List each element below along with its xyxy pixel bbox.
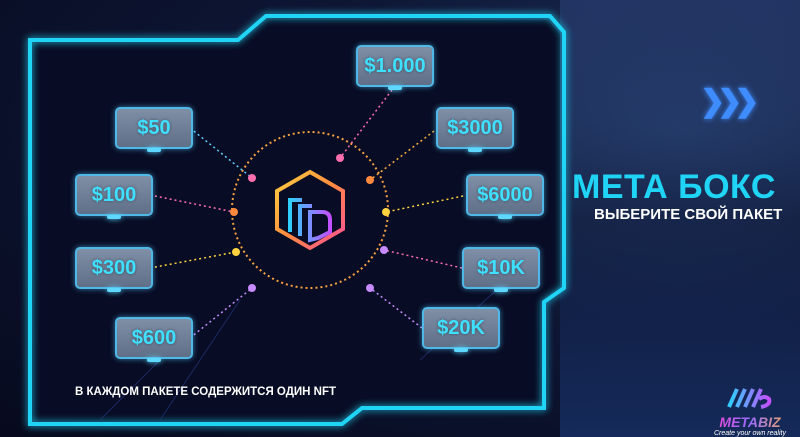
brand-tagline: Create your own reality	[714, 430, 786, 437]
mb-hexagon-logo-icon	[275, 169, 345, 251]
package-3000[interactable]: $3000	[436, 107, 514, 152]
ring-nodes	[230, 154, 390, 292]
package-100[interactable]: $100	[75, 174, 153, 219]
package-50[interactable]: $50	[115, 107, 193, 152]
connector-lines	[149, 85, 469, 339]
frame-border	[28, 14, 566, 426]
package-300[interactable]: $300	[75, 247, 153, 292]
package-10k[interactable]: $10K	[462, 247, 540, 292]
brand-name: METABIZ	[705, 414, 795, 430]
metabiz-mark-icon	[727, 388, 772, 409]
headline-title: МЕТА БОКС	[572, 168, 776, 206]
package-1000[interactable]: $1.000	[356, 45, 434, 90]
nft-note: В КАЖДОМ ПАКЕТЕ СОДЕРЖИТСЯ ОДИН NFT	[75, 386, 337, 398]
frame-fill	[34, 20, 560, 420]
metabiz-logo: METABIZ Create your own reality	[705, 385, 795, 437]
headline-subtitle: ВЫБЕРИТЕ СВОЙ ПАКЕТ	[594, 206, 783, 223]
package-20k[interactable]: $20K	[422, 307, 500, 352]
package-600[interactable]: $600	[115, 317, 193, 362]
background-glow	[560, 0, 800, 437]
triple-chevron-right-icon: ❯❯❯	[700, 85, 759, 118]
package-6000[interactable]: $6000	[466, 174, 544, 219]
